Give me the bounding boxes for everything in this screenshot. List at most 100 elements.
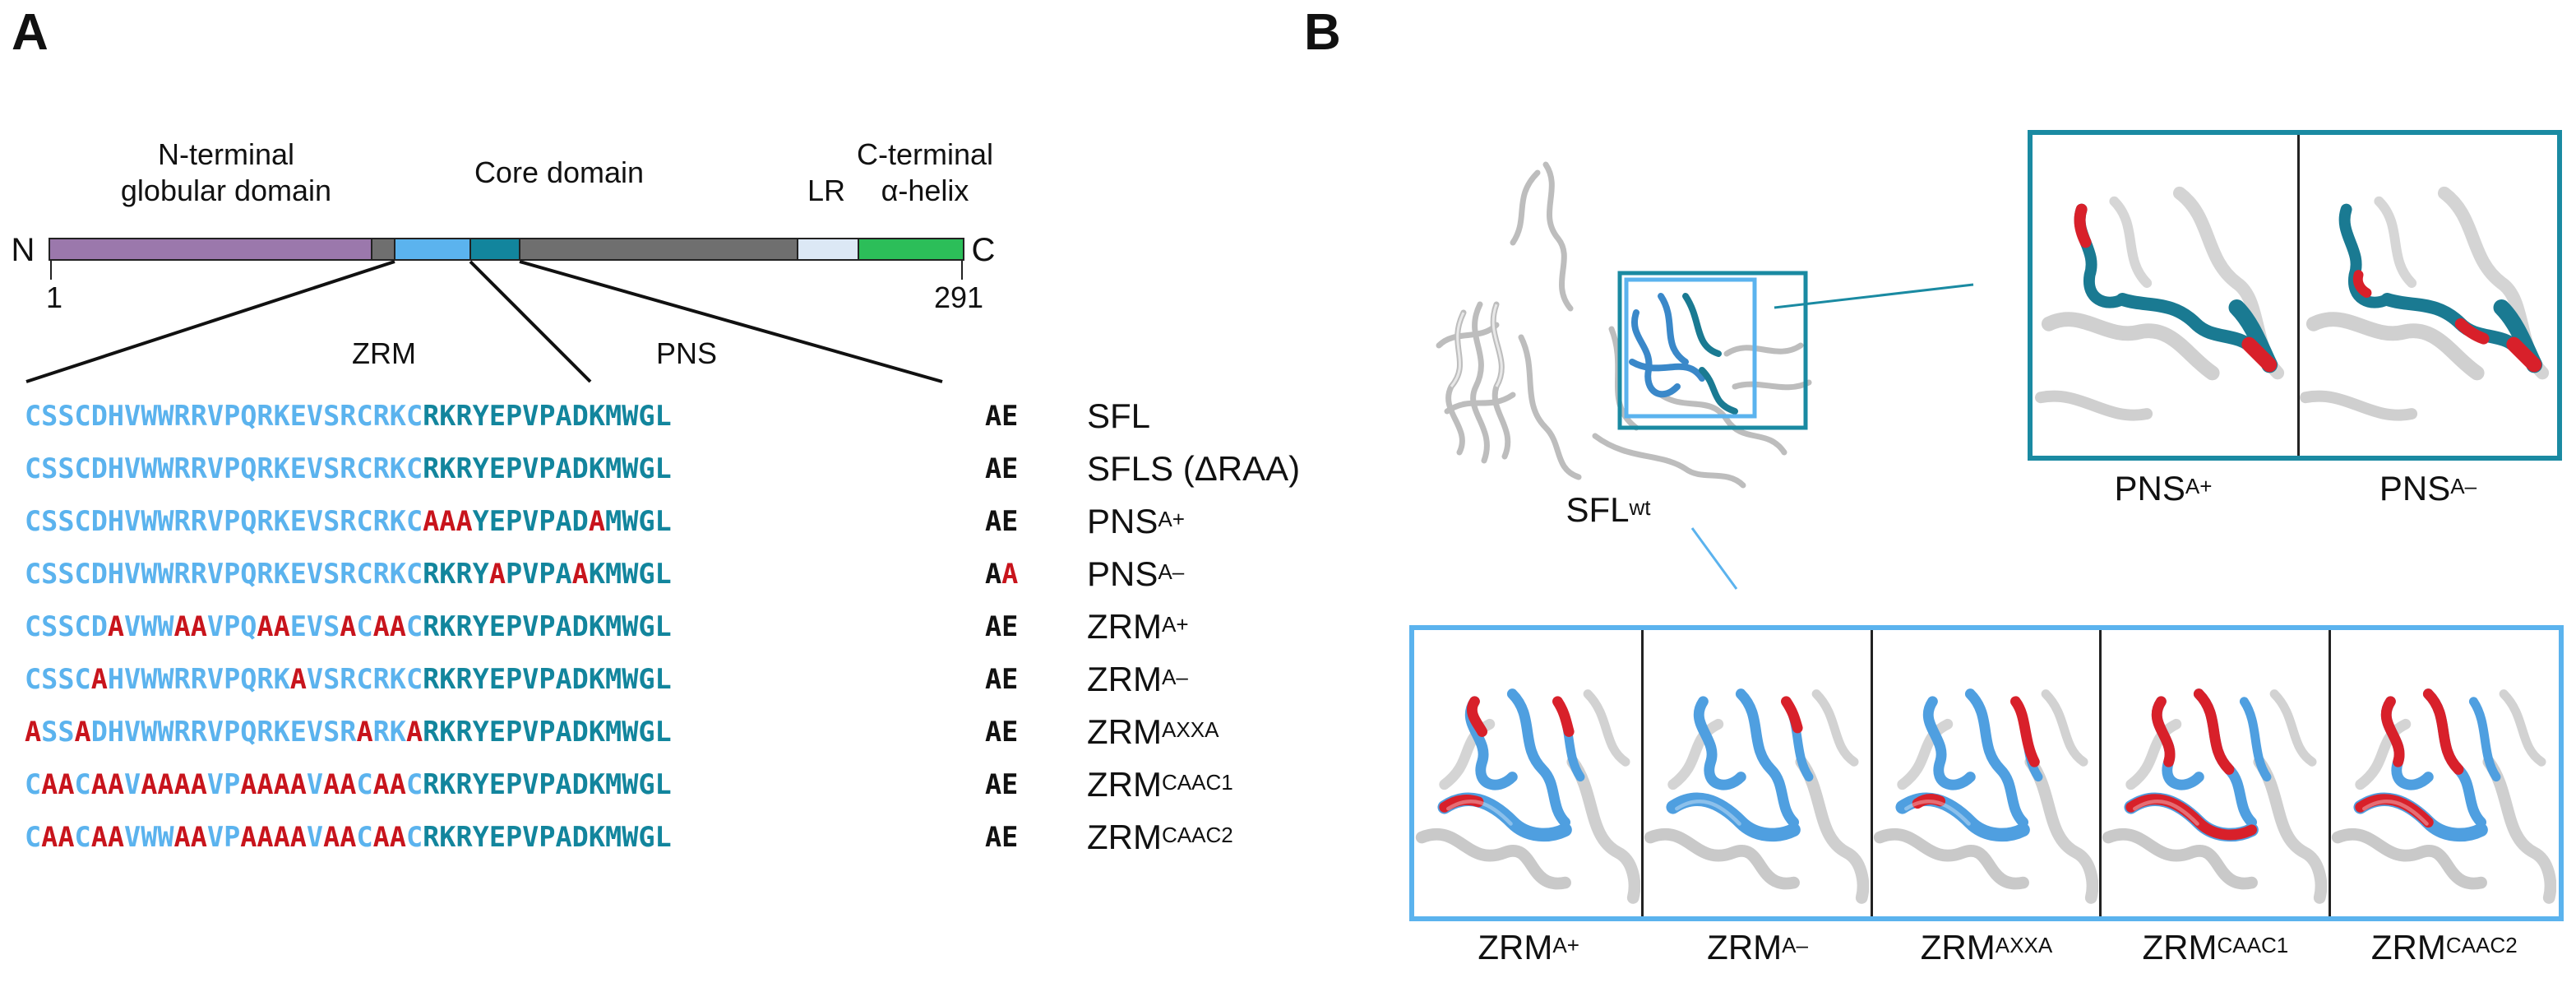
pns-residue: W [622,558,639,590]
zrm-residue: V [306,400,324,432]
core-segment [519,238,798,261]
zrm-residue: S [41,663,58,695]
zrm-residue: H [107,505,125,537]
pns-residue: Y [472,768,489,800]
mutated-residue: A [289,768,307,800]
zrm-residue: R [372,558,390,590]
pns-residue: G [638,821,655,853]
zrm-residue: R [340,452,357,484]
sequence-row: CAACAAVAAAAVPAAAAVAACAACRKRYEPVPADKMWGL [25,758,672,811]
panel-label-a: A [12,4,49,61]
zrm-frame-divider [2099,630,2102,916]
zrm-residue: C [405,610,423,642]
mutated-residue: A [273,610,290,642]
zrm-residue: K [273,505,290,537]
pns-residue: K [588,558,606,590]
pns-structure-panel [2033,135,2294,456]
mutated-residue: A [356,716,373,748]
zrm-residue: R [257,663,274,695]
pns-residue: P [539,558,556,590]
zrm-residue: R [190,716,207,748]
mutated-residue: A [571,558,589,590]
zrm-residue: C [74,505,91,537]
zrm-panel-label: ZRMCAAC1 [2142,928,2289,967]
variant-name: ZRMA+ [1087,607,1189,646]
pns-residue: K [588,452,606,484]
zrm-residue: K [273,452,290,484]
zrm-residue: V [206,558,224,590]
tail-residues: AE [985,716,1019,748]
zrm-residue: R [257,400,274,432]
zoom-line-left [25,260,395,383]
zrm-residue: W [157,558,174,590]
zrm-residue: R [173,452,191,484]
pns-residue: E [488,400,506,432]
zrm-residue: V [306,558,324,590]
pns-residue: Y [472,505,489,537]
pns-residue: K [439,768,456,800]
zrm-residue: P [224,558,241,590]
zrm-residue: C [25,768,42,800]
zrm-residue: W [141,400,158,432]
zrm-residue: W [157,610,174,642]
zrm-residue: R [190,400,207,432]
zrm-residue: P [224,821,241,853]
mutated-residue: A [340,610,357,642]
zrm-residue: S [323,505,340,537]
pns-residue: P [539,610,556,642]
zrm-residue: W [141,716,158,748]
zrm-residue: V [206,716,224,748]
pns-residue: R [423,768,440,800]
pns-residue: W [622,768,639,800]
variant-name: SFLS (ΔRAA) [1087,449,1301,488]
zrm-residue: R [340,400,357,432]
zrm-residue: S [41,505,58,537]
zrm-residue: K [389,558,406,590]
mutated-residue: A [439,505,456,537]
zrm-residue: D [90,610,108,642]
zrm-residue: V [124,821,141,853]
pns-residue: A [555,768,572,800]
mutated-residue: A [41,768,58,800]
zrm-residue: R [372,452,390,484]
zrm-residue: V [206,768,224,800]
zrm-residue: R [257,558,274,590]
pns-residue: E [488,716,506,748]
zrm-residue: W [141,558,158,590]
pns-residue: V [522,716,539,748]
pns-residue: D [571,663,589,695]
zrm-residue: R [257,452,274,484]
pns-residue: K [588,400,606,432]
zrm-residue: V [206,663,224,695]
zrm-residue: C [356,663,373,695]
zrm-residue: P [224,400,241,432]
mutated-residue: A [90,821,108,853]
zrm-residue: V [206,821,224,853]
zrm-residue: S [323,716,340,748]
lr-segment [797,238,859,261]
pns-residue: K [439,558,456,590]
zrm-residue: C [74,663,91,695]
pns-residue: P [539,821,556,853]
pns-residue: V [522,768,539,800]
zrm-residue: C [74,768,91,800]
zrm-residue: V [124,452,141,484]
zrm-residue: C [356,610,373,642]
zrm-residue: S [323,558,340,590]
variant-name: PNSA– [1087,554,1185,593]
pns-residue: R [423,558,440,590]
pns-segment [469,238,520,261]
core-domain-label: Core domain [474,155,645,189]
domain-diagram [25,238,964,383]
pns-residue: R [456,400,473,432]
mutated-residue: A [107,610,125,642]
mutated-residue: A [74,716,91,748]
pns-residue: K [439,400,456,432]
zrm-residue: E [289,610,307,642]
pns-residue: L [654,821,672,853]
zrm-residue: C [405,821,423,853]
zrm-panel-label: ZRMA+ [1478,928,1579,967]
sequence-row: CSSCDAVWWAAVPQAAEVSACAACRKRYEPVPADKMWGL [25,600,672,653]
zrm-residue: D [90,558,108,590]
mutated-residue: A [372,768,390,800]
